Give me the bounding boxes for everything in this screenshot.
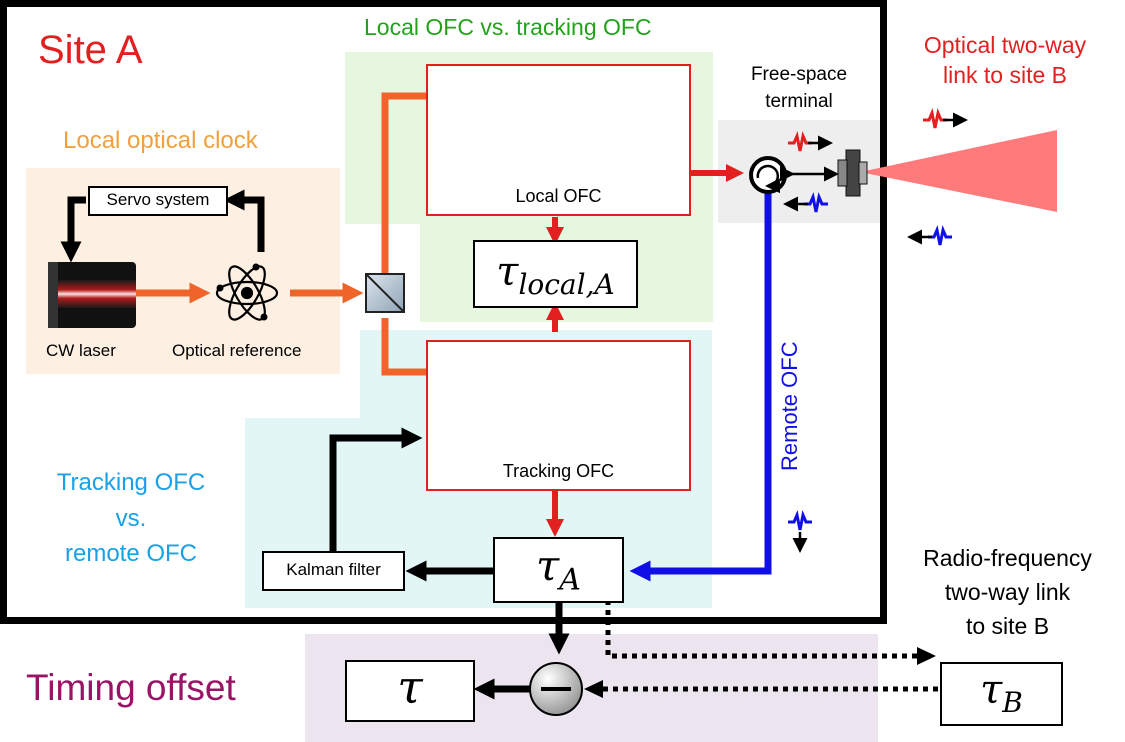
tau-a-box (493, 537, 624, 603)
pulse-wave (804, 191, 828, 213)
local-ofc-label: Local OFC (515, 186, 602, 206)
free-space-beam (860, 130, 1057, 212)
tau-b-box (940, 662, 1063, 726)
beam-splitter-icon (365, 273, 405, 313)
site-a-label: Site A (38, 28, 143, 72)
kalman-filter-label: Kalman filter (286, 560, 381, 579)
pulse-icon (788, 509, 812, 553)
pulse-wave (788, 130, 812, 152)
servo-loop (60, 189, 265, 263)
pulse-wave (928, 224, 952, 246)
rf-arrowhead-right (917, 647, 936, 665)
tracking-vs-remote-label-line2: vs. (115, 505, 147, 532)
tau-b-symbol: τ (980, 667, 1003, 713)
tracking-ofc-label: Tracking OFC (502, 461, 615, 481)
pulse-wave (788, 509, 812, 531)
rf-link-label-line3: to site B (965, 613, 1050, 639)
subtractor-icon (529, 662, 583, 716)
rf-link-label-line1: Radio-frequency (923, 545, 1092, 571)
free-space-terminal-label-line2: terminal (765, 91, 833, 112)
tracking-ofc-box (426, 340, 691, 491)
tracking-vs-remote-label-line3: remote OFC (64, 540, 198, 567)
circulator-icon (749, 156, 787, 194)
kalman-loop (329, 427, 570, 700)
timing-offset-label: Timing offset (26, 667, 236, 708)
rf-arrowhead-left (584, 680, 603, 698)
tau-a-label: τA (493, 541, 624, 598)
tau-label: τ (397, 660, 423, 714)
tau-local-subscript: local,A (518, 268, 615, 301)
tau-local-symbol: τ (496, 249, 519, 295)
free-space-terminal-label-line1: Free-space (750, 64, 848, 85)
red-arrows (546, 164, 744, 537)
kalman-filter-box (262, 551, 405, 591)
optical-link-label-line2: link to site B (943, 62, 1067, 88)
tau-a-subscript: A (559, 562, 581, 598)
tau-local-box (473, 240, 638, 308)
local-ofc-box (426, 64, 691, 216)
pulse-icon (783, 191, 828, 213)
cw-laser-icon (48, 262, 136, 328)
tracking-vs-remote-label-line1: Tracking OFC (56, 469, 206, 496)
tau-b-label: τB (940, 668, 1063, 719)
pulse-icon (907, 224, 952, 246)
servo-system-box (88, 186, 228, 216)
servo-system-label: Servo system (106, 190, 210, 209)
pulse-icon (923, 107, 968, 129)
pulse-wave (923, 107, 947, 129)
pulse-icon (788, 130, 833, 152)
remote-ofc-label: Remote OFC (777, 341, 802, 471)
tau-box (345, 660, 475, 722)
telescope-icon (837, 149, 868, 197)
atom-icon (215, 263, 279, 321)
optical-link-label-line1: Optical two-way (923, 32, 1087, 58)
optical-reference-label: Optical reference (172, 341, 302, 360)
local-vs-tracking-label: Local OFC vs. tracking OFC (364, 14, 652, 40)
tau-a-symbol: τ (536, 541, 560, 590)
local-optical-clock-label: Local optical clock (63, 127, 258, 154)
tau-local-a-label: τlocal,A (473, 250, 638, 301)
rf-link-label-line2: two-way link (944, 579, 1071, 605)
remote-ofc-path (629, 190, 772, 582)
cw-laser-label: CW laser (46, 341, 116, 360)
rf-dotted-links (600, 600, 938, 692)
site-a-frame (0, 0, 887, 624)
tau-b-subscript: B (1002, 686, 1023, 719)
